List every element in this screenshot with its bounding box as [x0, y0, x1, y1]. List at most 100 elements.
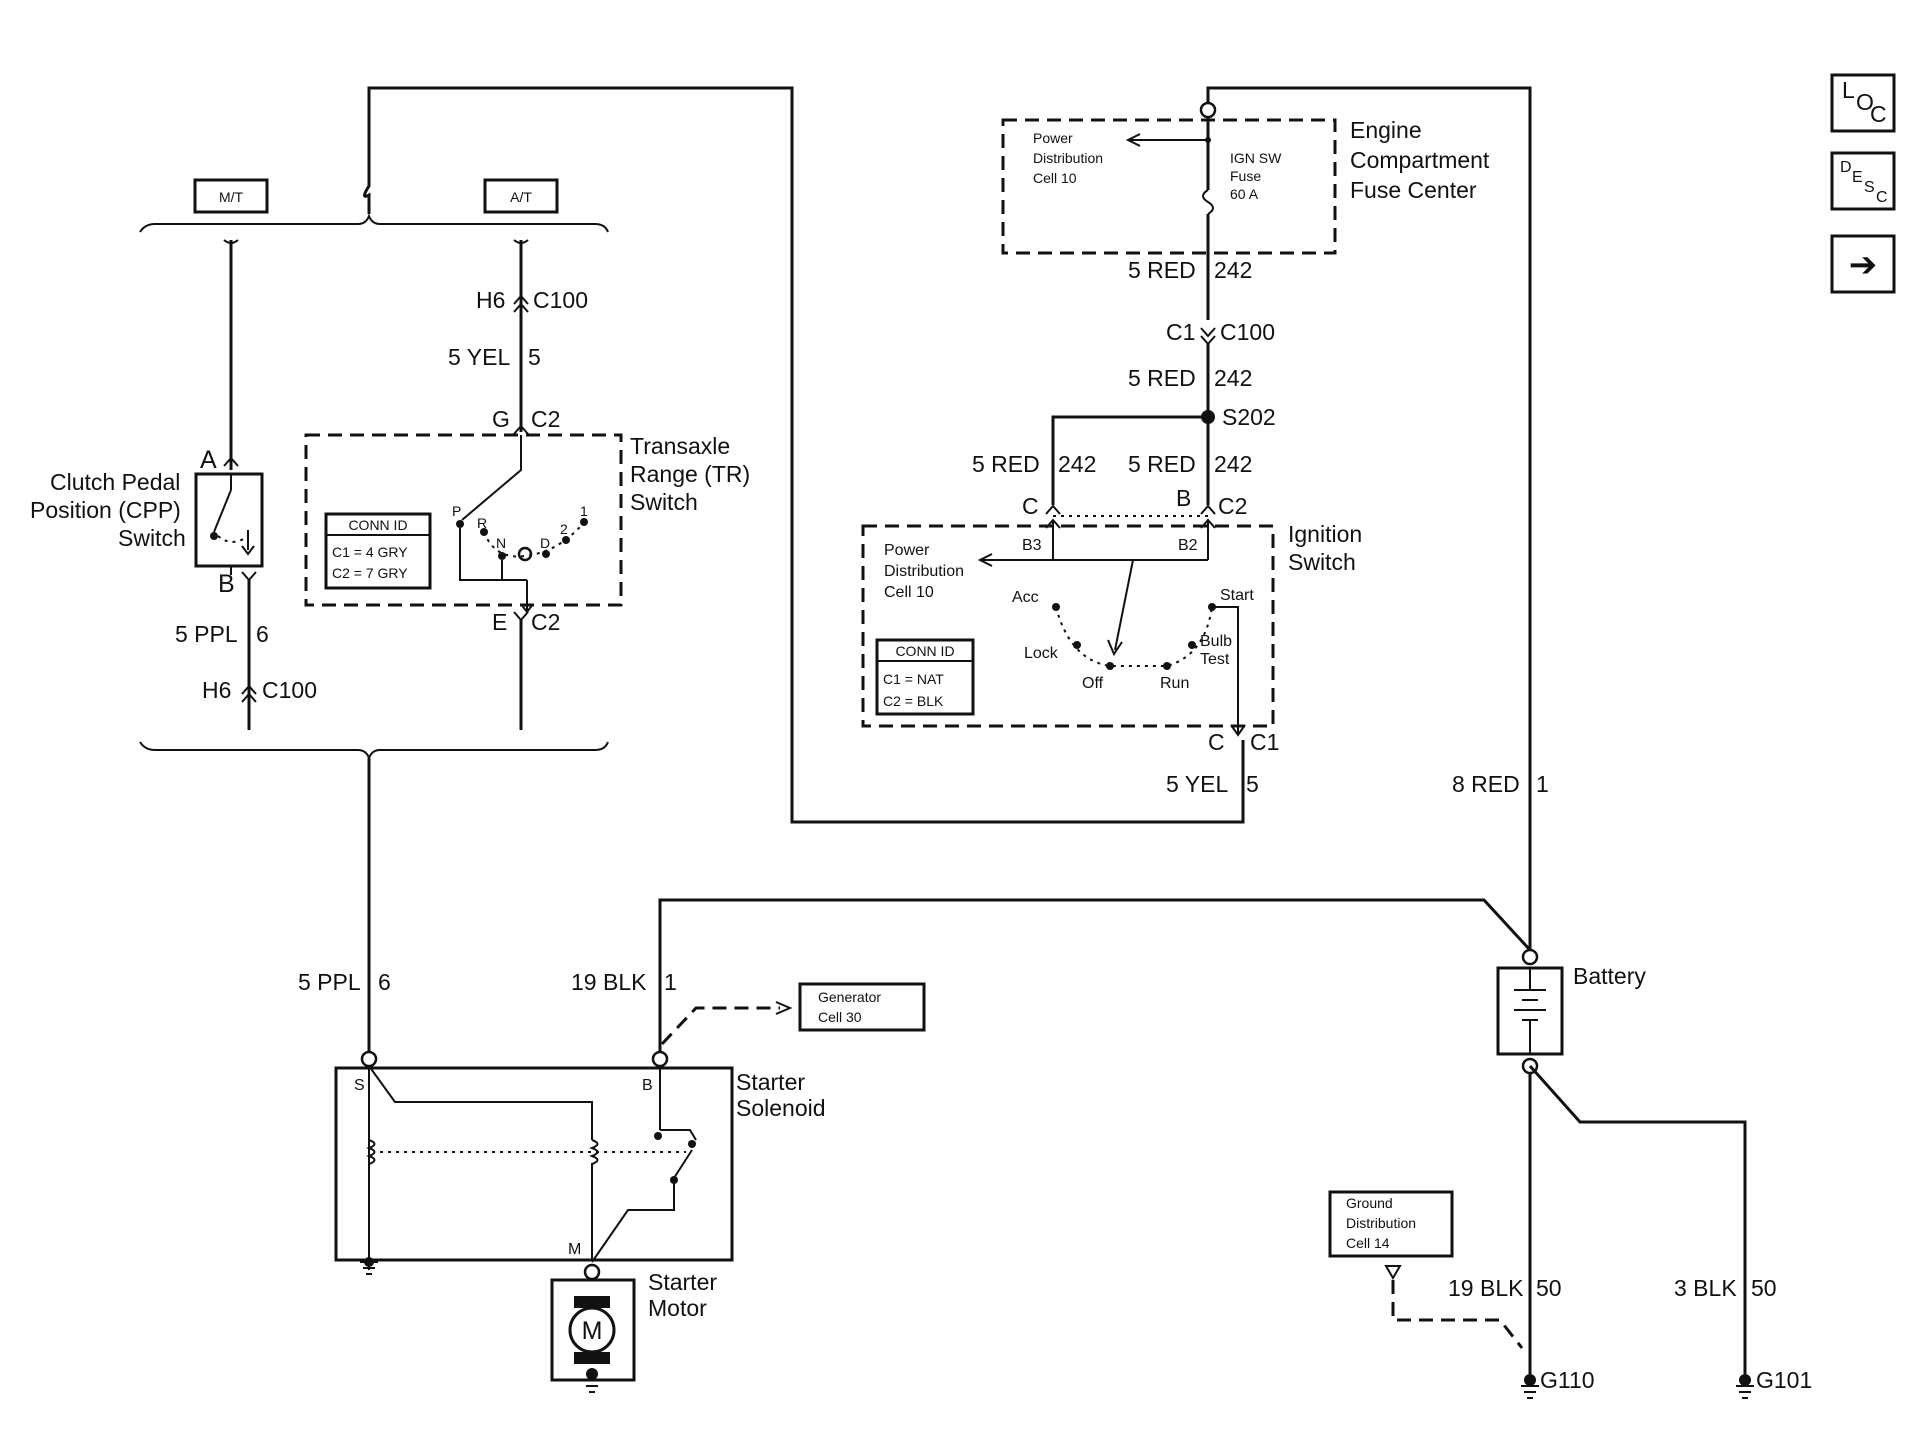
tr-conn-id-c1: C1 = 4 GRY: [332, 544, 408, 560]
tr-switch-outline: [304, 433, 623, 607]
sol-pin-b: B: [642, 1077, 653, 1094]
cpp-pin-a: A: [200, 446, 217, 474]
blk50-a-circuit: 50: [1536, 1275, 1562, 1301]
ign-b3: B3: [1022, 537, 1042, 554]
g101-label: G101: [1756, 1367, 1812, 1393]
desc-d: D: [1840, 159, 1852, 176]
blk1-color: 19 BLK: [571, 969, 647, 995]
generator-ref-2: Cell 30: [818, 1009, 862, 1025]
ign-pin-c: C: [1022, 493, 1039, 519]
ign-pd-3: Cell 10: [884, 584, 934, 601]
tr-h6-label: H6: [476, 287, 505, 313]
tr-wire-circuit: 5: [528, 344, 541, 370]
fc-title-3: Fuse Center: [1350, 177, 1477, 203]
tr-conn-id-c2: C2 = 7 GRY: [332, 565, 408, 581]
desc-e: E: [1852, 169, 1863, 186]
ground-ref-1: Ground: [1346, 1195, 1393, 1211]
blk50-b-color: 3 BLK: [1674, 1275, 1737, 1301]
blk50-b-circuit: 50: [1751, 1275, 1777, 1301]
desc-button[interactable]: D E S C: [1830, 151, 1896, 211]
solenoid-title-2: Solenoid: [736, 1095, 826, 1121]
generator-reference: Generator Cell 30: [660, 982, 926, 1046]
red1-color: 8 RED: [1452, 771, 1520, 797]
motor-pin-m: M: [568, 1241, 581, 1258]
cpp-title-2: Position (CPP): [30, 497, 181, 523]
motor-title-1: Starter: [648, 1269, 717, 1295]
arrow-right-icon: ➔: [1849, 246, 1878, 284]
ign-title-1: Ignition: [1288, 521, 1362, 547]
loc-c: C: [1870, 101, 1887, 127]
next-page-button[interactable]: ➔: [1830, 234, 1896, 294]
tr-title-1: Transaxle: [630, 433, 730, 459]
ign-pos-test: Test: [1200, 651, 1230, 668]
fuse-name: IGN SW: [1230, 150, 1282, 166]
motor-symbol: M: [582, 1317, 603, 1345]
ign-conn-id-box: [875, 638, 975, 716]
ign-c1-pin: C: [1208, 729, 1225, 755]
tr-c100-label: C100: [533, 287, 588, 313]
ign-pos-start: Start: [1220, 587, 1254, 604]
solenoid-title-1: Starter: [736, 1069, 805, 1095]
tr-title-3: Switch: [630, 489, 698, 515]
mt-label-box: [193, 178, 269, 214]
tr-switch: H6 C100 5 YEL 5 G C2 Transaxle Range (TR…: [304, 239, 750, 730]
loc-o: O: [1856, 89, 1874, 115]
ign-pos-bulb: Bulb: [1200, 633, 1232, 650]
cpp-h6-label: H6: [202, 677, 231, 703]
ground-g110: G110: [1521, 1367, 1595, 1399]
g110-label: G110: [1540, 1367, 1595, 1393]
c1-label: C1: [1166, 319, 1195, 345]
tr-pos-1: 1: [580, 503, 588, 519]
fc-title-1: Engine: [1350, 117, 1422, 143]
ign-title-2: Switch: [1288, 549, 1356, 575]
tr-e-c2: C2: [531, 609, 560, 635]
at-label-box: [483, 178, 559, 214]
tr-g-c2: C2: [531, 406, 560, 432]
start-signal-wire: [363, 86, 1245, 824]
tr-pos-2: 2: [560, 521, 568, 537]
blk50-a-color: 19 BLK: [1448, 1275, 1524, 1301]
s202-label: S202: [1222, 404, 1276, 430]
desc-c: C: [1876, 189, 1888, 206]
tr-title-2: Range (TR): [630, 461, 750, 487]
cpp-wire-circuit: 6: [256, 621, 269, 647]
fuse-rating: 60 A: [1230, 186, 1259, 202]
starter-solenoid: S B Starter Solenoid: [334, 1050, 826, 1275]
ignition-outline: [861, 524, 1275, 728]
tr-conn-id-title: CONN ID: [348, 517, 407, 533]
red242-a-circuit: 242: [1214, 257, 1252, 283]
ign-b-c2: C2: [1218, 493, 1247, 519]
cpp-wire-color: 5 PPL: [175, 621, 238, 647]
sol-wire-circuit: 6: [378, 969, 391, 995]
fc-pd-3: Cell 10: [1033, 170, 1077, 186]
tr-pos-n: N: [496, 535, 506, 551]
motor-title-2: Motor: [648, 1295, 707, 1321]
ign-yel-color: 5 YEL: [1166, 771, 1228, 797]
loc-l: L: [1842, 77, 1855, 103]
ignition-switch: C B C2 Ignition Switch B3 B2 Power Distr…: [861, 485, 1362, 797]
cpp-title-1: Clutch Pedal: [50, 469, 180, 495]
ign-conn-id-c1: C1 = NAT: [883, 671, 944, 687]
tr-conn-id-box: [324, 512, 432, 590]
red242-d-circuit: 242: [1214, 451, 1252, 477]
red242-c-circuit: 242: [1058, 451, 1096, 477]
ign-conn-id-title: CONN ID: [895, 643, 954, 659]
fuse-center-outline: [1001, 118, 1337, 255]
ign-pin-b: B: [1176, 485, 1191, 511]
cpp-switch: A Clutch Pedal Position (CPP) Switch B 5…: [30, 239, 317, 730]
loc-button[interactable]: L O C: [1830, 73, 1896, 133]
ign-c1-label: C1: [1250, 729, 1279, 755]
tr-pin-e: E: [492, 609, 507, 635]
ign-pos-run: Run: [1160, 675, 1189, 692]
sol-wire-color: 5 PPL: [298, 969, 361, 995]
ground-g101: G101: [1736, 1367, 1812, 1399]
cpp-pin-b: B: [218, 570, 235, 598]
battery-label: Battery: [1573, 963, 1646, 989]
fuse-center: Power Distribution Cell 10 IGN SW Fuse 6…: [1001, 101, 1490, 320]
red1-circuit: 1: [1536, 771, 1549, 797]
fuse-label: Fuse: [1230, 168, 1261, 184]
sol-pin-s: S: [354, 1077, 365, 1094]
red242-c-color: 5 RED: [972, 451, 1040, 477]
cpp-title-3: Switch: [118, 525, 186, 551]
